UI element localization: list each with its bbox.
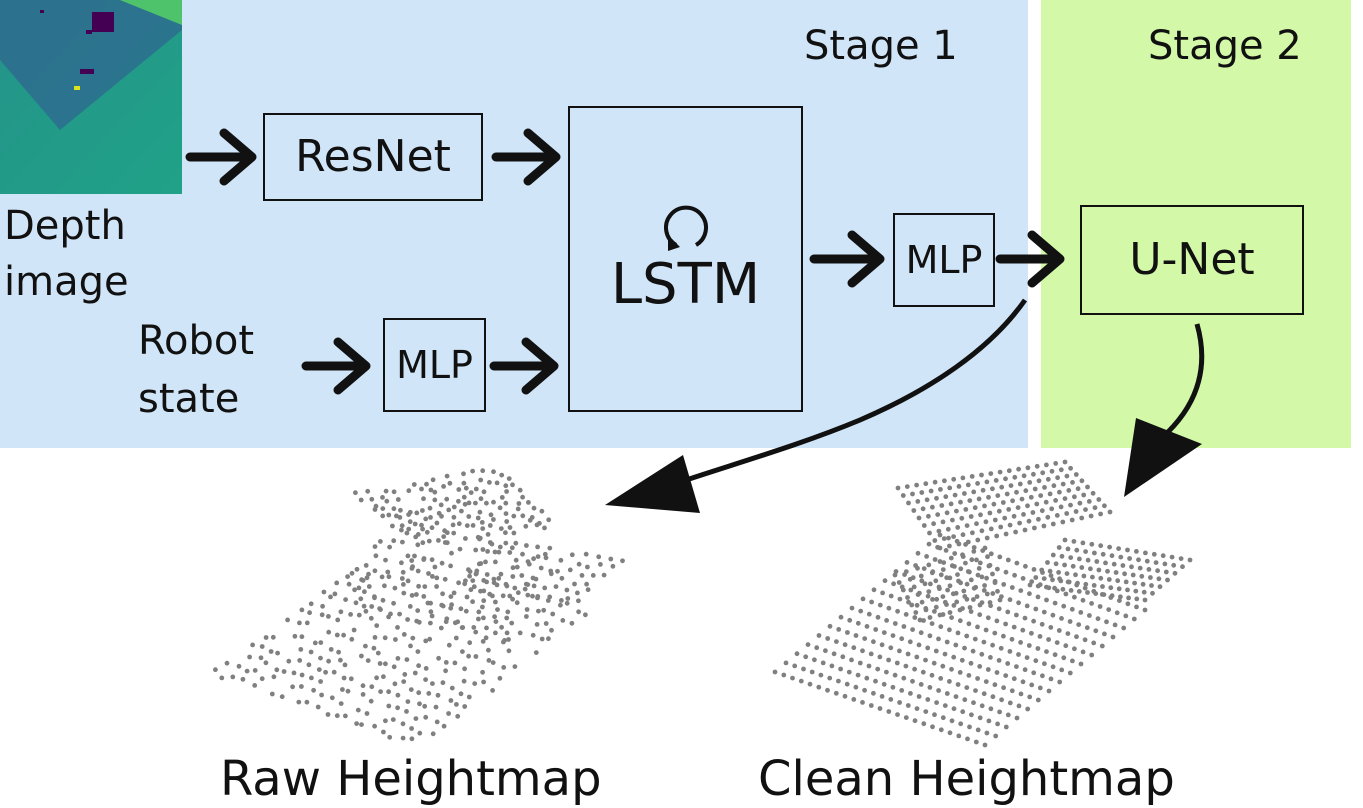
- arrow-mlp-to-unet: [995, 230, 1065, 288]
- depth-image: [0, 0, 182, 194]
- stage-2-panel: [1041, 0, 1351, 448]
- arrow-lstm-to-mlp: [809, 230, 885, 288]
- stage-1-label: Stage 1: [804, 23, 958, 69]
- arrowhead-raw: [605, 455, 700, 513]
- curve-to-clean: [1166, 323, 1205, 434]
- recurrence-icon: [663, 205, 708, 251]
- robot-state-label: Robot state: [138, 318, 255, 422]
- arrow-depth-to-resnet: [185, 128, 257, 186]
- lstm-label: LSTM: [610, 252, 761, 317]
- raw-heightmap-label: Raw Heightmap: [220, 751, 602, 807]
- lstm-block: LSTM: [568, 106, 803, 412]
- mlp-out-block: MLP: [893, 213, 995, 307]
- arrow-mlp-to-lstm: [489, 337, 559, 395]
- clean-heightmap-label: Clean Heightmap: [758, 751, 1175, 807]
- arrow-robot-to-mlp: [301, 337, 371, 395]
- arrow-resnet-to-lstm: [491, 128, 561, 186]
- mlp-state-block: MLP: [383, 318, 486, 412]
- raw-heightmap-cloud: [213, 468, 625, 742]
- arrowhead-clean: [1124, 418, 1202, 497]
- resnet-block: ResNet: [263, 113, 483, 201]
- curve-to-raw: [679, 298, 1028, 485]
- clean-heightmap-cloud: [772, 459, 1193, 748]
- unet-block: U-Net: [1080, 205, 1304, 315]
- depth-image-label: Depth image: [4, 203, 129, 305]
- stage-2-label: Stage 2: [1148, 23, 1302, 69]
